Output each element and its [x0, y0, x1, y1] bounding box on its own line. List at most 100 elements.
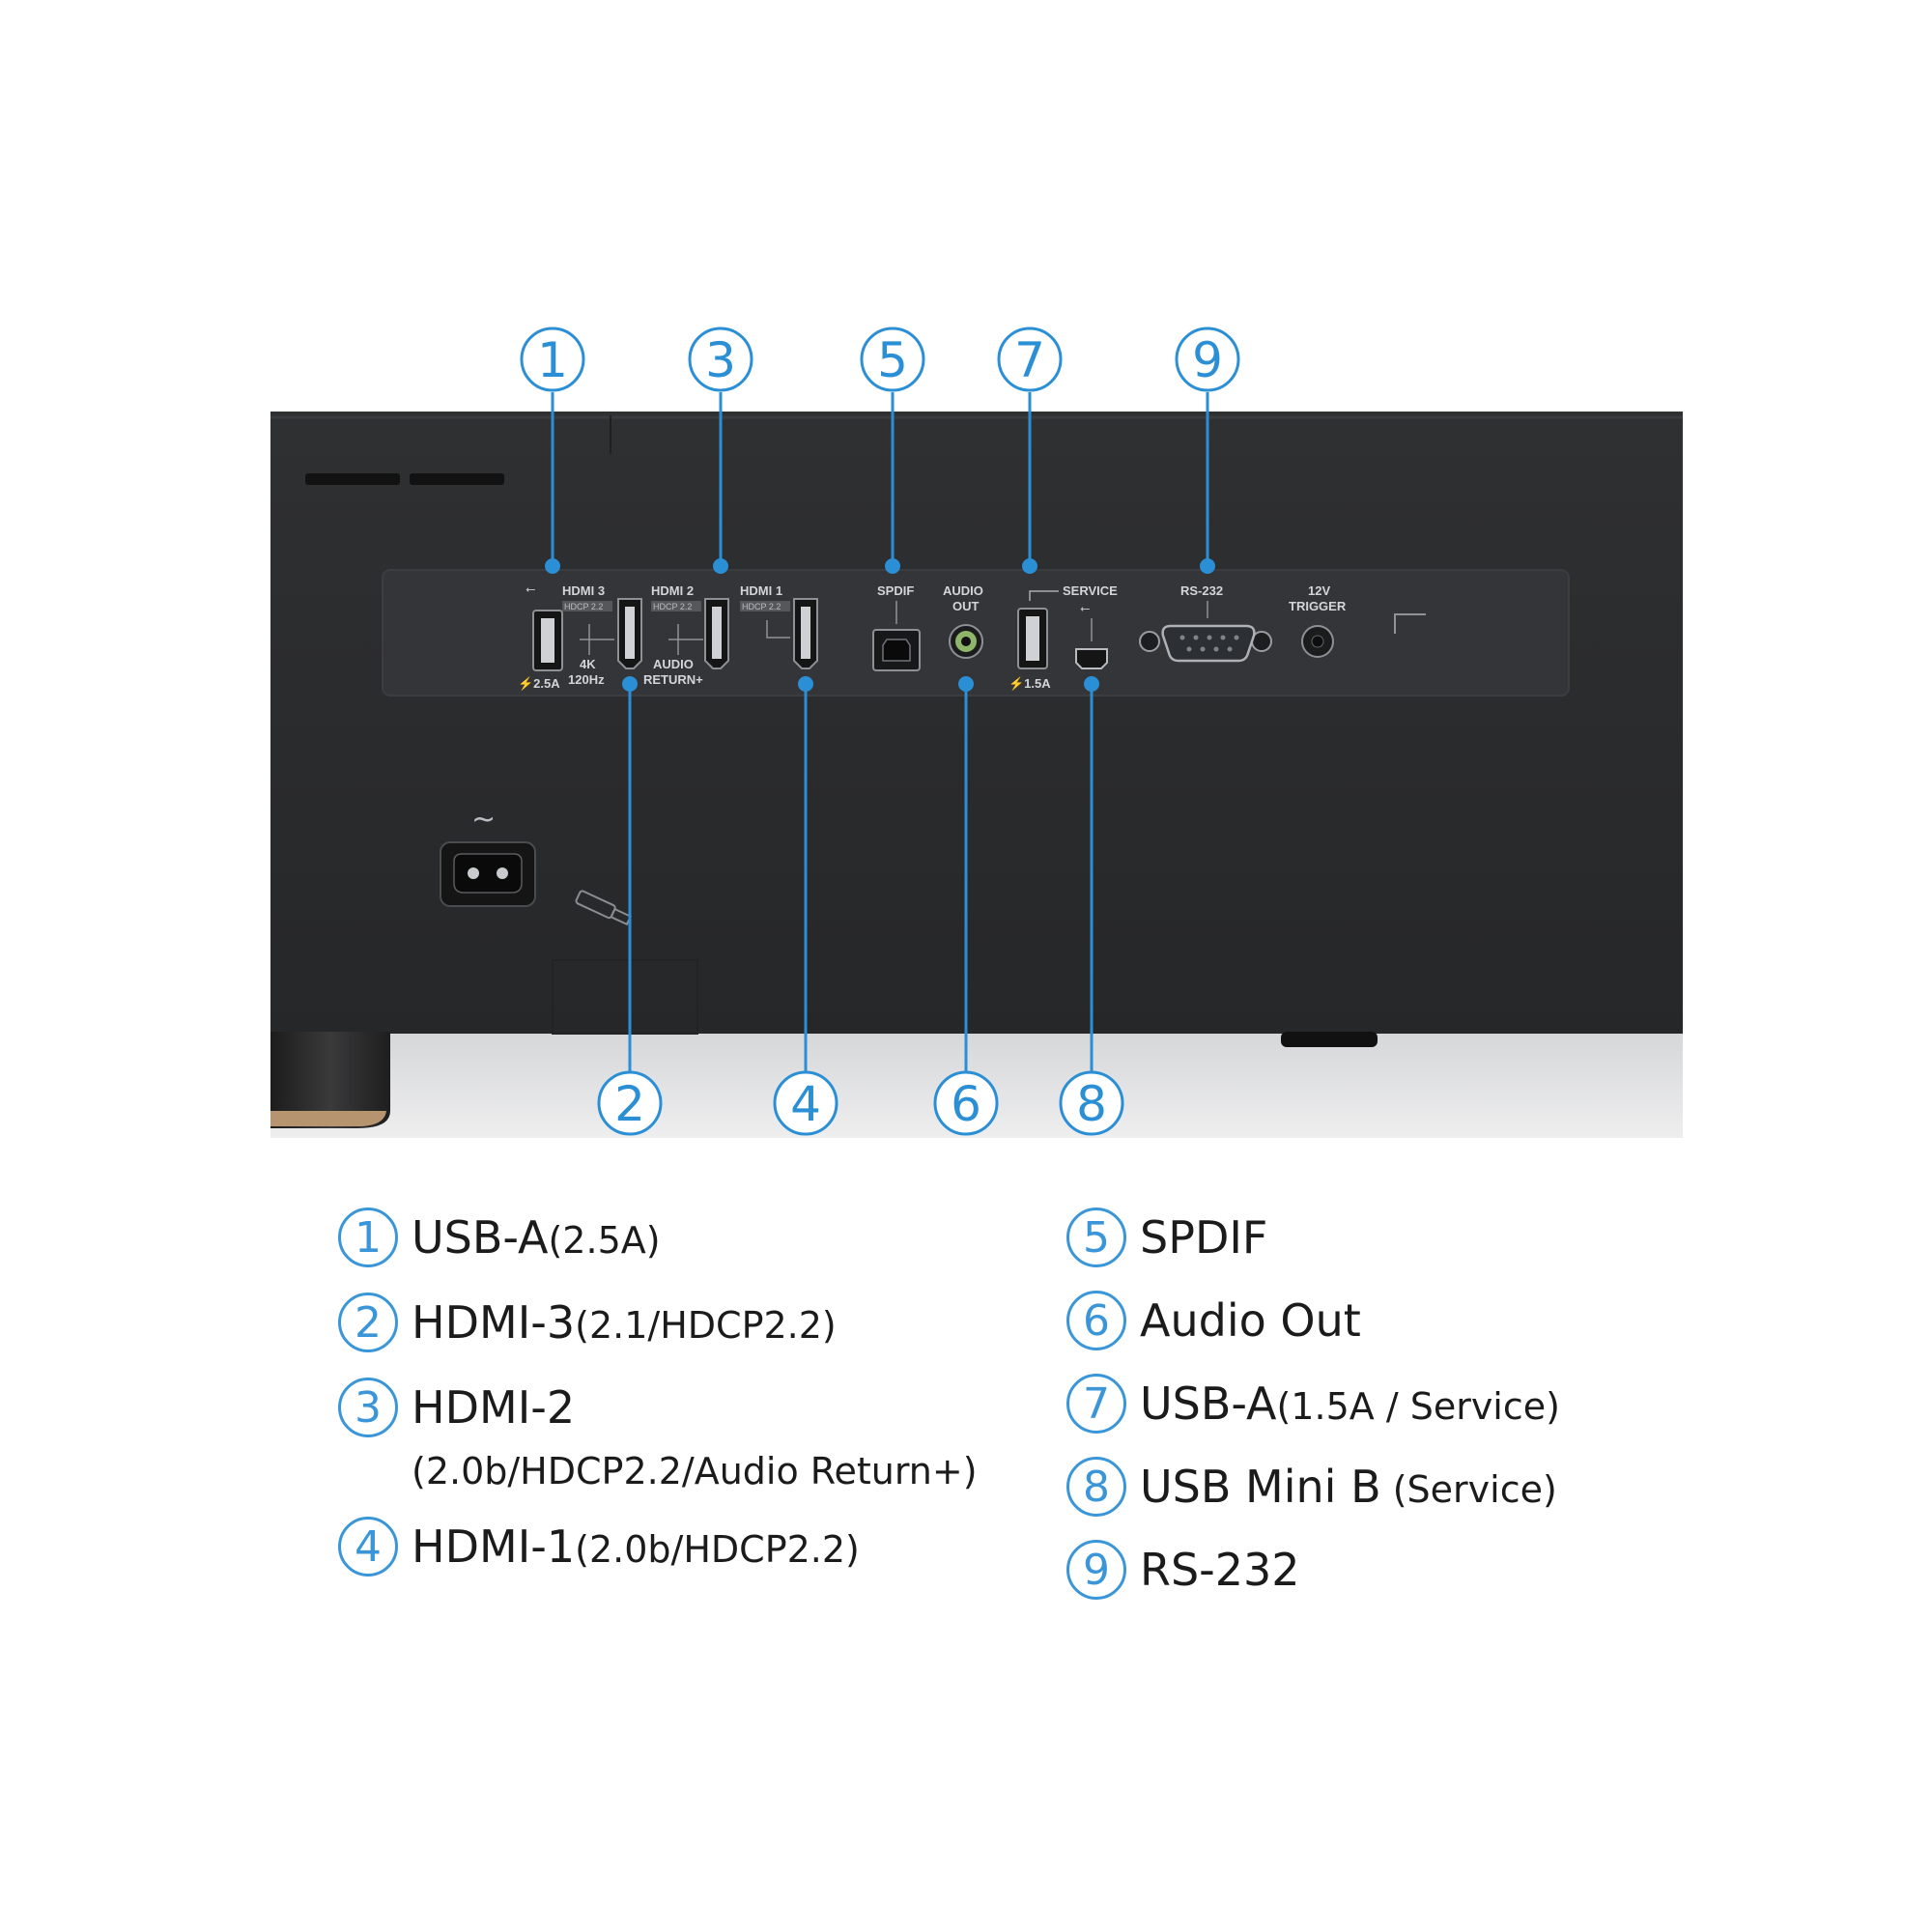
- access-cover: [552, 959, 698, 1035]
- legend-item-1: 1 USB-A(2.5A): [338, 1208, 661, 1278]
- hdmi3-label: HDMI 3: [562, 583, 605, 598]
- legend-number-circle: 7: [1066, 1374, 1126, 1434]
- callout-dots: [545, 558, 1215, 692]
- callout-4: 4: [773, 1070, 838, 1136]
- vent-slot: [410, 473, 504, 485]
- hdmi-port-1: [793, 598, 818, 669]
- legend-sub-text: (Service): [1380, 1468, 1557, 1511]
- legend-item-8: 8 USB Mini B (Service): [1066, 1457, 1557, 1527]
- audio-return-label-1: AUDIO: [653, 657, 694, 671]
- hdmi1-hdcp-badge: HDCP 2.2: [742, 602, 781, 611]
- svg-text:4: 4: [790, 1076, 821, 1132]
- power-symbol-label: ~: [471, 803, 496, 837]
- svg-text:8: 8: [1076, 1076, 1107, 1132]
- rs232-port: [1139, 624, 1272, 663]
- legend-label: HDMI-3(2.1/HDCP2.2): [412, 1293, 837, 1363]
- foot-left: [270, 1032, 390, 1128]
- svg-text:1: 1: [537, 332, 568, 388]
- trigger-label-1: 12V: [1308, 583, 1330, 598]
- rs232-label: RS-232: [1180, 583, 1223, 598]
- callout-9: 9: [1175, 327, 1240, 392]
- foot-right: [1281, 1032, 1378, 1047]
- legend-main-text: USB Mini B: [1140, 1461, 1381, 1513]
- service-usb-symbol: ⭠: [1080, 601, 1090, 615]
- service-label: SERVICE: [1063, 583, 1118, 598]
- callout-2: 2: [597, 1070, 663, 1136]
- svg-text:5: 5: [877, 332, 908, 388]
- legend-label: Audio Out: [1140, 1291, 1361, 1361]
- legend-main-text: USB-A: [412, 1211, 549, 1264]
- legend-main-text: HDMI-2: [412, 1381, 576, 1434]
- audio-out-label-1: AUDIO: [943, 583, 983, 598]
- legend-label: HDMI-2 (2.0b/HDCP2.2/Audio Return+): [412, 1378, 978, 1496]
- legend-item-7: 7 USB-A(1.5A / Service): [1066, 1374, 1560, 1444]
- usb-mini-b-port: [1075, 648, 1108, 669]
- legend-label: HDMI-1(2.0b/HDCP2.2): [412, 1517, 860, 1587]
- legend-main-text: SPDIF: [1140, 1211, 1268, 1264]
- legend-number-circle: 1: [338, 1208, 398, 1267]
- callout-7: 7: [997, 327, 1063, 392]
- usb-symbol-label: ⭠: [526, 582, 535, 596]
- legend-item-9: 9 RS-232: [1066, 1540, 1300, 1610]
- trigger-jack: [1301, 625, 1334, 658]
- legend-main-text: RS-232: [1140, 1544, 1300, 1596]
- svg-text:9: 9: [1192, 332, 1223, 388]
- usb2-current-label: ⚡1.5A: [1009, 676, 1051, 692]
- hz120-label: 120Hz: [568, 672, 605, 687]
- legend-label: RS-232: [1140, 1540, 1300, 1610]
- hdmi-port-3: [617, 598, 642, 669]
- legend-label: USB Mini B (Service): [1140, 1457, 1557, 1527]
- projector-rear: ⭠ HDMI 3 HDCP 2.2 HDMI 2 HDCP 2.2 HDMI 1…: [270, 412, 1683, 1128]
- spdif-label: SPDIF: [877, 583, 914, 598]
- audio-out-jack: [949, 624, 983, 659]
- hdmi1-label: HDMI 1: [740, 583, 782, 598]
- callout-lines: [551, 392, 1209, 1072]
- hdmi2-label: HDMI 2: [651, 583, 694, 598]
- legend-item-5: 5 SPDIF: [1066, 1208, 1267, 1278]
- legend-number-circle: 4: [338, 1517, 398, 1577]
- legend-main-text: Audio Out: [1140, 1294, 1361, 1347]
- legend-number-circle: 9: [1066, 1540, 1126, 1600]
- svg-text:7: 7: [1014, 332, 1045, 388]
- usb1-current-label: ⚡2.5A: [518, 676, 560, 692]
- vent-slot: [305, 473, 400, 485]
- legend-sub-text: (2.5A): [548, 1219, 661, 1262]
- legend-number-circle: 6: [1066, 1291, 1126, 1350]
- hdmi2-hdcp-badge: HDCP 2.2: [653, 602, 692, 611]
- legend-sub-text: (2.1/HDCP2.2): [575, 1304, 837, 1347]
- legend-label: USB-A(1.5A / Service): [1140, 1374, 1560, 1444]
- fourk-label: 4K: [580, 657, 596, 671]
- legend-number-circle: 3: [338, 1378, 398, 1437]
- spdif-port: [872, 629, 921, 671]
- svg-text:2: 2: [614, 1076, 645, 1132]
- legend-label: USB-A(2.5A): [412, 1208, 661, 1278]
- legend-second-line: (2.0b/HDCP2.2/Audio Return+): [412, 1450, 978, 1492]
- legend-main-text: HDMI-3: [412, 1296, 576, 1349]
- hdmi3-hdcp-badge: HDCP 2.2: [564, 602, 603, 611]
- hdmi-port-2: [704, 598, 729, 669]
- legend-main-text: USB-A: [1140, 1378, 1277, 1430]
- legend-sub-text: (2.0b/HDCP2.2): [575, 1528, 860, 1571]
- projector-body: [270, 412, 1683, 1034]
- svg-text:3: 3: [705, 332, 736, 388]
- legend-item-3: 3 HDMI-2 (2.0b/HDCP2.2/Audio Return+): [338, 1378, 978, 1496]
- legend-number-circle: 8: [1066, 1457, 1126, 1517]
- legend-sub-text: (1.5A / Service): [1276, 1385, 1560, 1428]
- legend-main-text: HDMI-1: [412, 1520, 576, 1573]
- callout-8: 8: [1059, 1070, 1124, 1136]
- legend-number-circle: 2: [338, 1293, 398, 1352]
- trigger-label-2: TRIGGER: [1289, 599, 1347, 613]
- audio-return-label-2: RETURN+: [643, 672, 703, 687]
- legend-item-2: 2 HDMI-3(2.1/HDCP2.2): [338, 1293, 837, 1363]
- svg-text:6: 6: [951, 1076, 981, 1132]
- legend-item-6: 6 Audio Out: [1066, 1291, 1361, 1361]
- legend-label: SPDIF: [1140, 1208, 1267, 1278]
- callout-1: 1: [520, 327, 585, 392]
- legend-item-4: 4 HDMI-1(2.0b/HDCP2.2): [338, 1517, 860, 1587]
- callout-5: 5: [860, 327, 925, 392]
- callout-3: 3: [688, 327, 753, 392]
- legend-number-circle: 5: [1066, 1208, 1126, 1267]
- power-inlet: [440, 841, 536, 907]
